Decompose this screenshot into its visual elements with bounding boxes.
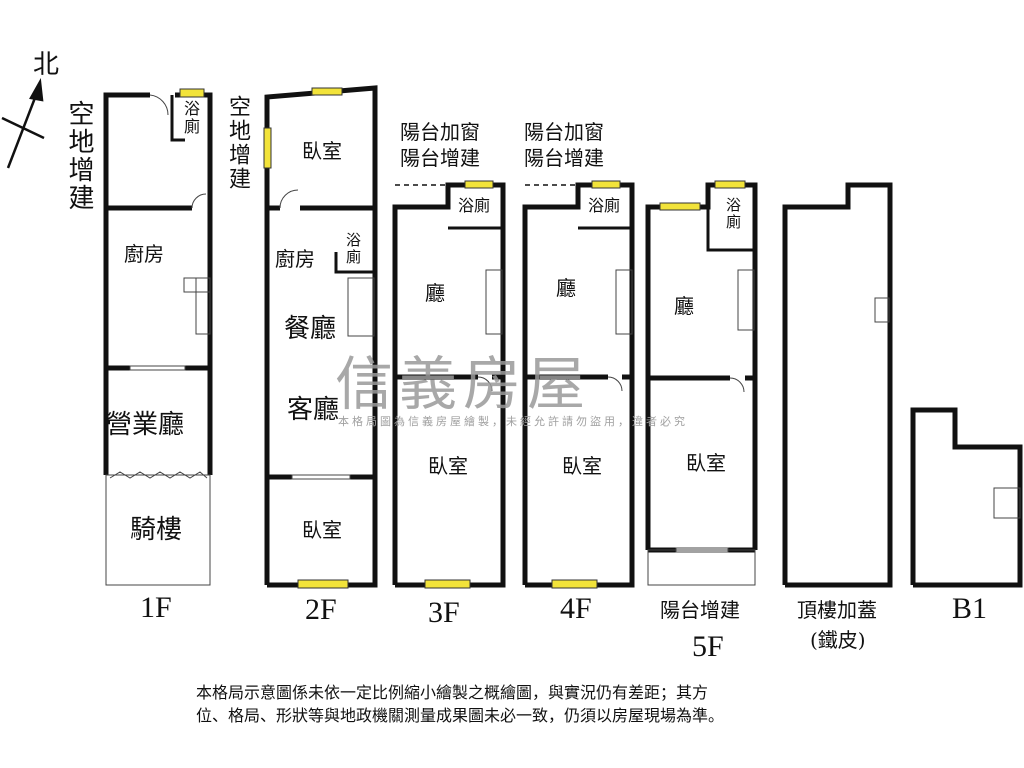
room-label: 營業廳 — [106, 410, 185, 440]
room-label: 陽台增建 — [400, 146, 480, 170]
room-label: 騎樓 — [130, 515, 183, 545]
floor-label-1f: 1F — [140, 591, 172, 624]
room-label: 臥室 — [562, 454, 602, 478]
room-label: 廳 — [425, 281, 445, 305]
floor-label-4f: 4F — [560, 592, 592, 625]
room-label: 陽台加窗 — [400, 120, 480, 144]
room-label: 餐廳 — [284, 314, 337, 344]
room-label: 廳 — [674, 294, 694, 318]
floor-label-3f: 3F — [428, 596, 460, 629]
north-label: 北 — [33, 50, 60, 80]
room-label: 浴廁 — [344, 232, 362, 266]
compass-icon — [1, 78, 45, 169]
room-label: 客廳 — [287, 395, 340, 425]
room-label: 廚房 — [124, 242, 164, 266]
room-label: 臥室 — [302, 518, 342, 542]
room-label: 陽台增建 — [660, 598, 740, 622]
room-label: 浴廁 — [458, 196, 491, 215]
windows — [179, 87, 746, 589]
room-label: 廳 — [556, 276, 576, 300]
room-label: 陽台加窗 — [524, 120, 604, 144]
room-label: 浴廁 — [588, 196, 621, 215]
floor-label-b1: B1 — [952, 592, 988, 625]
disclaimer-line: 位、格局、形狀等與地政機關測量成果圖未必一致，仍須以房屋現場為準。 — [196, 706, 725, 725]
room-label: 廚房 — [275, 247, 315, 271]
floor-label-roof-sub: (鐵皮) — [810, 628, 866, 652]
room-label: 空地增建 — [64, 100, 94, 212]
room-label: 浴廁 — [724, 197, 742, 231]
floor-label-5f: 5F — [692, 630, 724, 663]
room-label: 浴廁 — [181, 100, 200, 136]
floor-label-roof: 頂樓加蓋 — [797, 598, 877, 622]
room-label: 臥室 — [302, 139, 342, 163]
disclaimer-line: 本格局示意圖係未依一定比例縮小繪製之概繪圖，與實況仍有差距；其方 — [196, 683, 709, 702]
room-label: 臥室 — [686, 451, 726, 475]
disclaimer: 本格局示意圖係未依一定比例縮小繪製之概繪圖，與實況仍有差距；其方 位、格局、形狀… — [196, 681, 724, 727]
room-label: 陽台增建 — [524, 146, 604, 170]
floor-label-2f: 2F — [305, 593, 337, 626]
watermark-brand: 信義房屋 — [335, 350, 592, 418]
watermark-notice: 本格局圖為信義房屋繪製，未經允許請勿盜用，違者必究 — [338, 415, 688, 428]
room-label: 空地增建 — [225, 95, 250, 191]
room-label: 臥室 — [428, 454, 468, 478]
